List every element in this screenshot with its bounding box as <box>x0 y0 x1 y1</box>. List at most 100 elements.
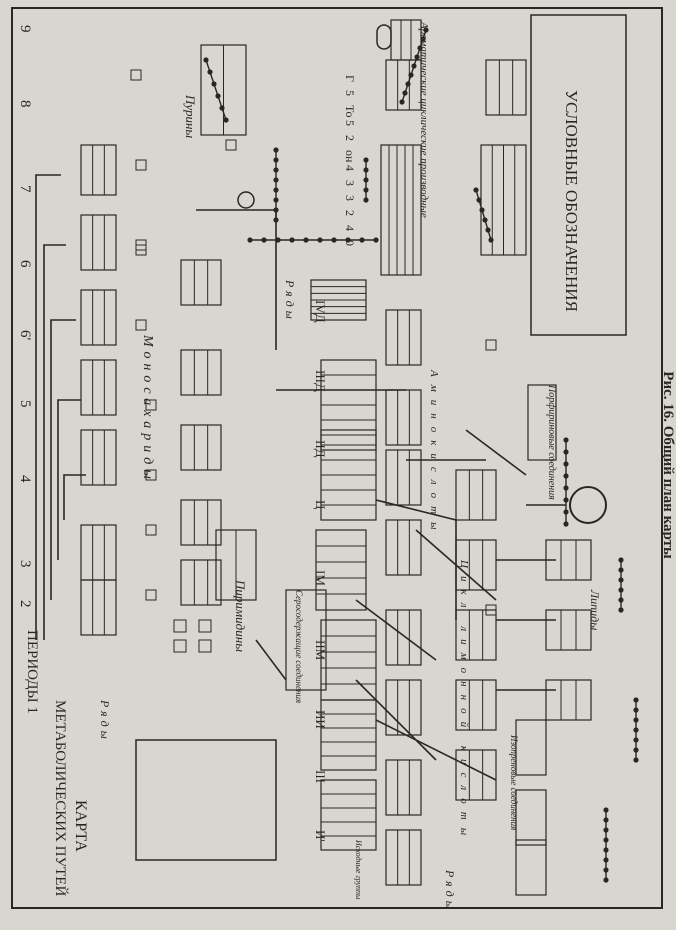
label-purines: Пурины <box>183 94 198 138</box>
chain-node <box>273 187 279 193</box>
small-square <box>485 339 497 351</box>
chain-node <box>317 237 323 243</box>
period-number: 8 <box>17 100 33 108</box>
period-col-label: 2 <box>343 210 357 216</box>
citric-stack <box>455 679 497 731</box>
period-number: 6' <box>17 330 33 341</box>
period-col-label: 3 <box>343 180 357 186</box>
monosaccharide-box-stack <box>180 424 222 471</box>
period-col-label: 5 <box>343 90 357 96</box>
chain-node <box>215 93 221 99</box>
chain-node <box>405 81 411 87</box>
connector-line <box>50 319 76 600</box>
row-label: ІМ <box>313 570 328 586</box>
isoprene-box <box>515 839 547 896</box>
legend-label: УСЛОВНЫЕ ОБОЗНАЧЕНИЯ <box>562 90 581 312</box>
label-isoprene: Изопреновые соединения <box>509 734 519 830</box>
chain-node <box>563 461 569 467</box>
box-grids <box>80 19 592 896</box>
connector-line <box>375 719 497 781</box>
connector-line <box>255 639 287 681</box>
row-label: И' <box>313 830 328 842</box>
chain-node <box>203 57 209 63</box>
chain-node <box>373 237 379 243</box>
chain-node <box>603 807 609 813</box>
period-number: 2 <box>17 600 33 608</box>
group-box-stack <box>385 679 422 736</box>
chain-node <box>363 187 369 193</box>
isoprene-box <box>515 719 547 776</box>
chain-node <box>211 81 217 87</box>
chain-node <box>563 485 569 491</box>
chain-node <box>420 36 426 42</box>
chain-node <box>414 54 420 60</box>
group-box-stack <box>385 449 422 506</box>
period-col-label: 2 <box>343 135 357 141</box>
period-col-label: 5 <box>343 120 357 126</box>
chain-node <box>633 737 639 743</box>
citric-stack <box>455 749 497 801</box>
chain-node <box>363 167 369 173</box>
period-col-label: 3 <box>343 195 357 201</box>
chain-node <box>563 521 569 527</box>
chain-node <box>423 27 429 33</box>
groups-label-top: Ряды <box>98 699 112 743</box>
connector-line <box>355 679 437 761</box>
period-number: 3 <box>17 560 33 568</box>
sulfur-box <box>285 589 327 691</box>
aromatic-stack <box>380 144 422 276</box>
period-col-label: Г <box>343 75 357 82</box>
chain-node <box>303 237 309 243</box>
label-amino: Аминокислоты <box>428 369 440 538</box>
chain-node <box>603 857 609 863</box>
chain-node <box>618 597 624 603</box>
chain-node <box>603 827 609 833</box>
period-box-stack <box>80 524 117 581</box>
period-col-label: 4 <box>343 225 357 231</box>
group-label: ІІД <box>313 440 328 458</box>
groups-label-middle: Ряды <box>283 279 297 323</box>
citric-stack <box>455 609 497 661</box>
chain-node <box>488 237 494 243</box>
connector-line <box>465 429 527 476</box>
chain-node <box>219 105 225 111</box>
chain-node <box>618 557 624 563</box>
group-box-stack <box>385 389 422 446</box>
group-box-stack <box>385 519 422 576</box>
citric-stack <box>455 469 497 521</box>
chain-node <box>563 437 569 443</box>
chain-node <box>273 157 279 163</box>
label-porphyrins: Порфириновые соединения <box>546 384 557 500</box>
small-square <box>145 524 157 536</box>
chain-node <box>363 177 369 183</box>
monosaccharide-box-stack <box>180 349 222 396</box>
chain-node <box>603 847 609 853</box>
row-stack <box>320 619 377 701</box>
period-box-stack <box>80 289 117 346</box>
text-box <box>135 739 277 861</box>
small-square <box>173 639 187 653</box>
small-square <box>173 619 187 633</box>
small-square <box>135 239 147 251</box>
chain-node <box>289 237 295 243</box>
group-label: ІІІД <box>313 370 328 392</box>
period-col-label: он <box>343 150 357 163</box>
period-col-label: 0 <box>343 240 357 246</box>
chain-node <box>402 90 408 96</box>
lipid-stack <box>545 679 592 721</box>
label-aromatic: Ароматические циклические производные <box>418 21 430 218</box>
small-square <box>198 639 212 653</box>
chain-node <box>633 757 639 763</box>
chain-node <box>482 217 488 223</box>
aromatic-right-stack <box>485 59 527 116</box>
label-monosaccharides: Моносахариды <box>140 334 155 484</box>
chain-node <box>633 707 639 713</box>
chain-node <box>331 237 337 243</box>
period-col-label: 4 <box>343 165 357 171</box>
chain-node <box>363 197 369 203</box>
map-title-line1: КАРТА <box>72 800 89 852</box>
chain-node <box>417 45 423 51</box>
connector-lines <box>35 174 566 781</box>
period-box-stack <box>80 579 117 636</box>
monosaccharide-box-stack <box>180 259 222 306</box>
